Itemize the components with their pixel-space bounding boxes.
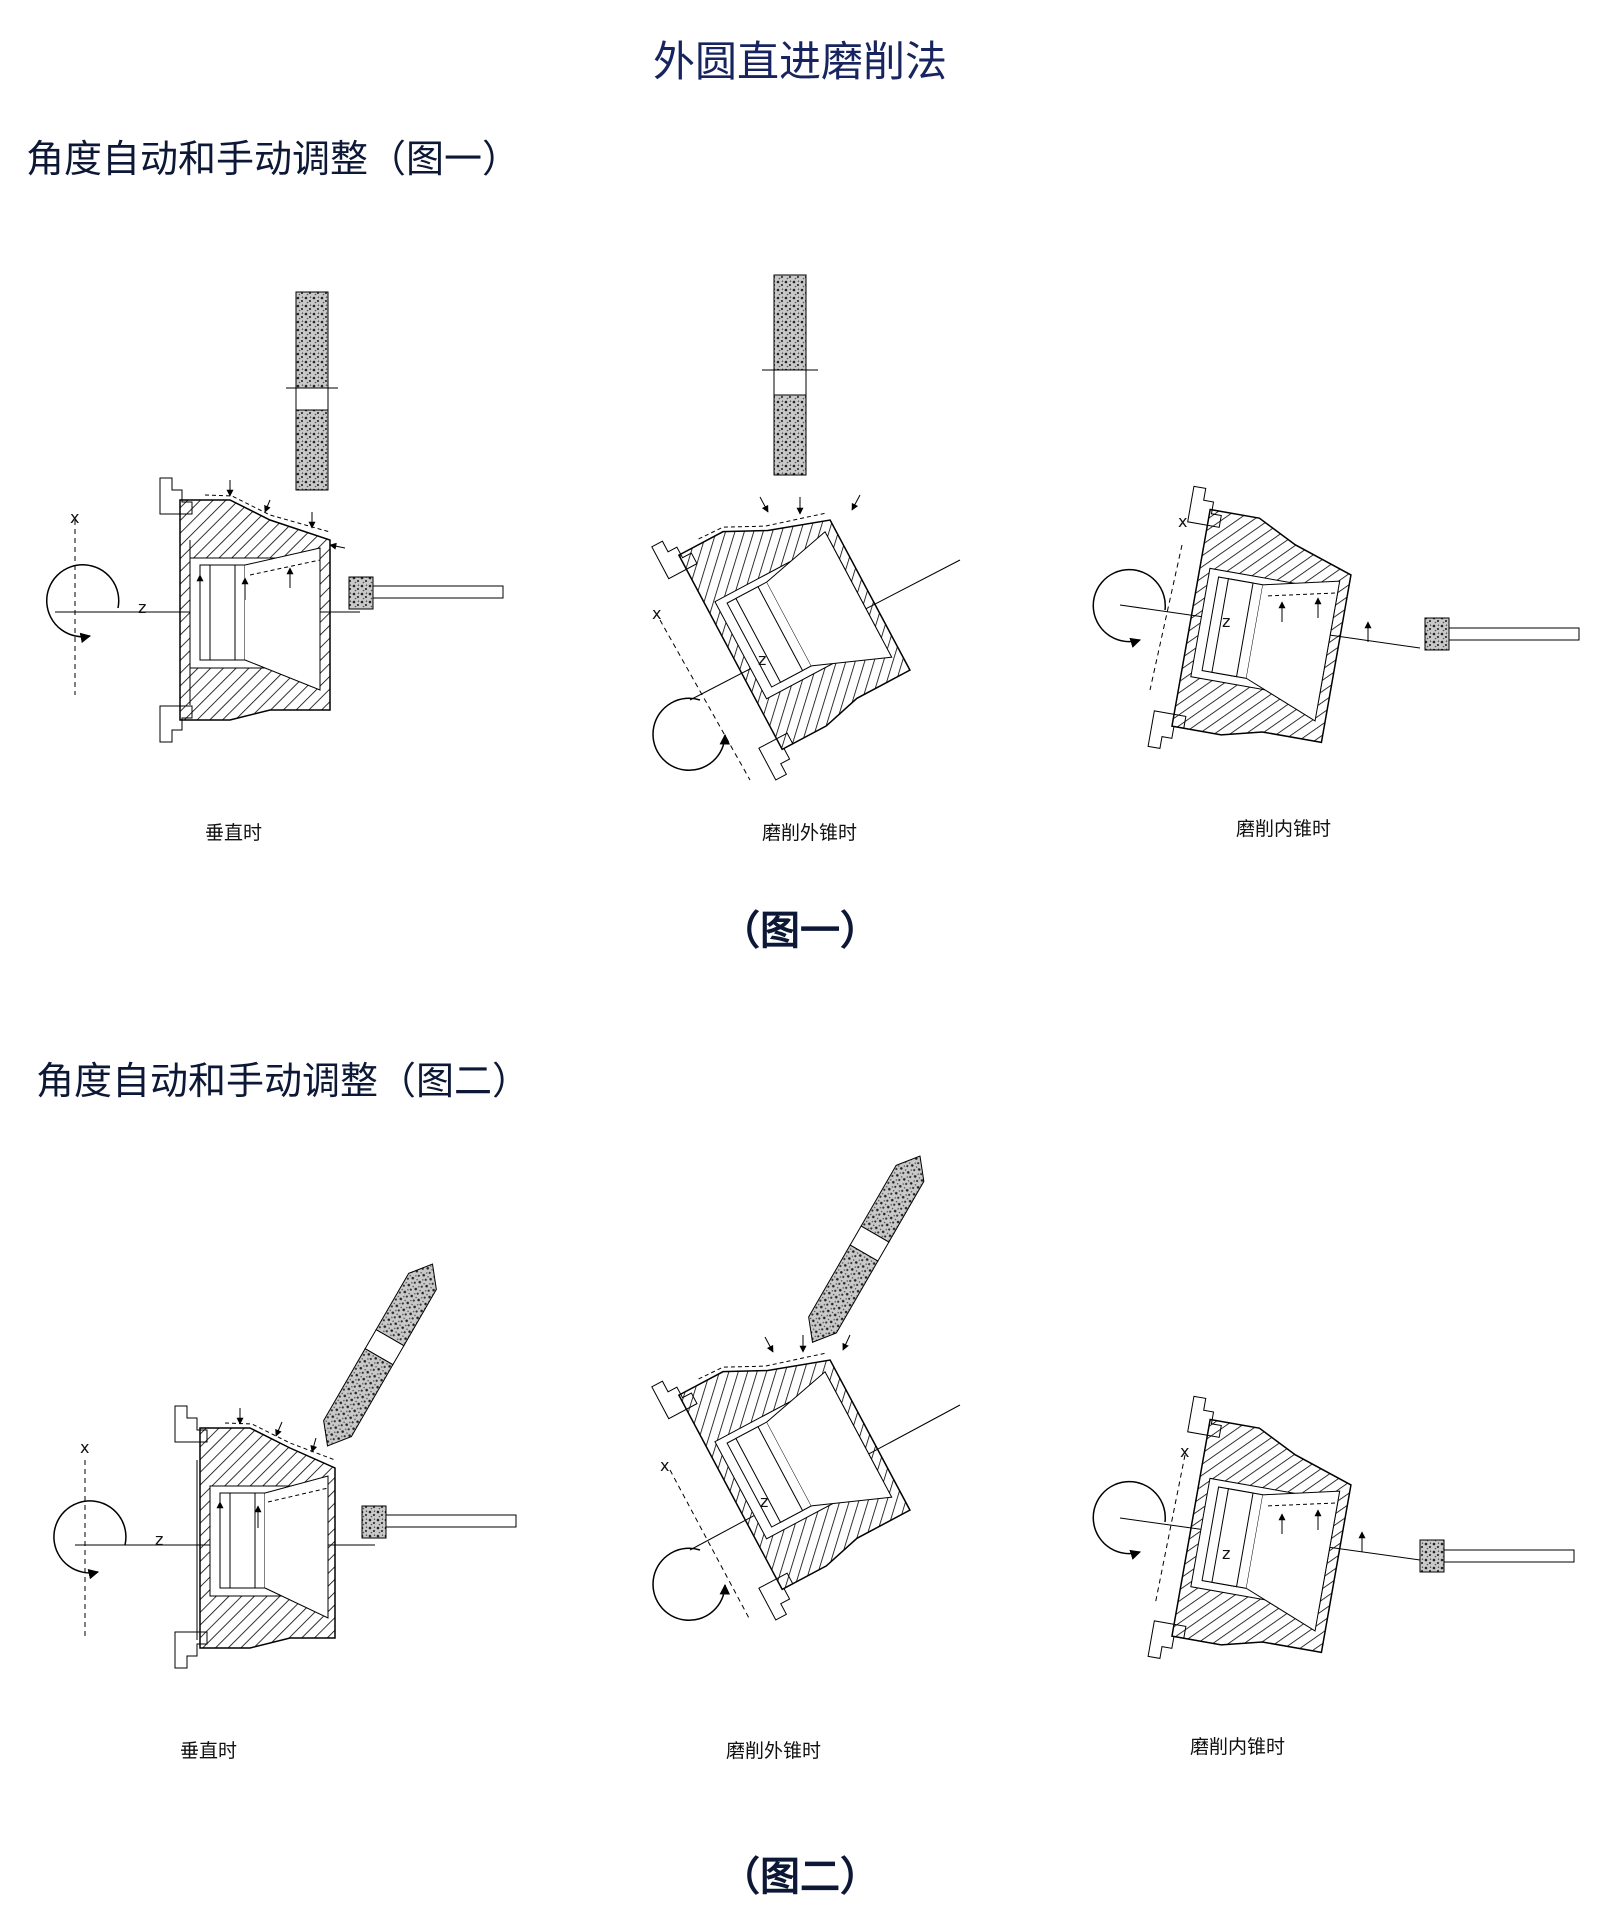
axis-label-z: z bbox=[758, 650, 767, 669]
diagram-caption: 磨削外锥时 bbox=[726, 1740, 822, 1762]
section-1-diagrams bbox=[46, 274, 1580, 781]
axis-label-z: z bbox=[1222, 612, 1231, 631]
section-2-heading: 角度自动和手动调整（图二） bbox=[36, 1059, 531, 1103]
diagram-outer-cone bbox=[651, 1155, 961, 1621]
axis-label-x: x bbox=[70, 508, 80, 527]
diagram-vertical bbox=[53, 1263, 517, 1669]
axis-label-x: x bbox=[1178, 512, 1188, 531]
diagram-caption: 垂直时 bbox=[205, 822, 263, 844]
axis-label-x: x bbox=[1180, 1442, 1190, 1461]
axis-label-z: z bbox=[138, 598, 147, 617]
figure-caption: （图二） bbox=[720, 1853, 880, 1900]
axis-label-z: z bbox=[1222, 1544, 1231, 1563]
axis-label-z: z bbox=[155, 1530, 164, 1549]
axis-label-x: x bbox=[652, 604, 662, 623]
diagram-caption: 垂直时 bbox=[180, 1740, 238, 1762]
section-1-heading: 角度自动和手动调整（图一） bbox=[26, 137, 521, 181]
axis-label-x: x bbox=[660, 1456, 670, 1475]
diagram-inner-cone bbox=[1092, 1395, 1575, 1659]
figure-caption: （图一） bbox=[720, 907, 880, 954]
axis-label-x: x bbox=[80, 1438, 90, 1457]
page-title: 外圆直进磨削法 bbox=[652, 37, 947, 86]
diagram-vertical bbox=[46, 291, 504, 743]
diagram-caption: 磨削内锥时 bbox=[1190, 1736, 1286, 1758]
diagram-caption: 磨削内锥时 bbox=[1236, 818, 1332, 840]
diagram-caption: 磨削外锥时 bbox=[762, 822, 858, 844]
diagram-outer-cone bbox=[651, 274, 961, 781]
axis-label-z: z bbox=[760, 1492, 769, 1511]
diagram-inner-cone bbox=[1092, 485, 1580, 749]
section-2-diagrams bbox=[53, 1155, 1575, 1669]
